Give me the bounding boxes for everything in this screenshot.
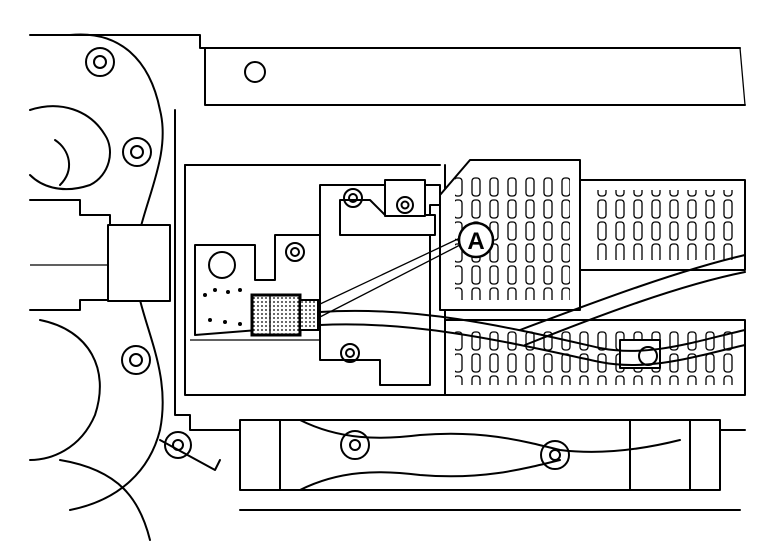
sensor-bolt: [285, 242, 305, 262]
callout-circle: [457, 221, 495, 259]
bolt-boss-2: [122, 137, 152, 167]
bracket-bolt-top: [343, 188, 363, 208]
left-frame: [29, 33, 171, 541]
bolt-boss-1: [85, 47, 115, 77]
callout-a: A: [317, 221, 495, 319]
harness-grommet: [638, 346, 658, 366]
lower-shaft: [239, 419, 741, 511]
bracket-bolt-right: [396, 196, 414, 214]
mount-bracket: [319, 179, 441, 386]
bracket-bolt-bottom: [340, 343, 360, 363]
top-cover-bolt-hole: [244, 61, 266, 83]
sensor-mount-boss: [208, 251, 236, 279]
wiring-harness: [319, 254, 746, 367]
bolt-boss-3: [121, 345, 151, 375]
callout-leader-line-2: [317, 237, 461, 306]
shaft-bolt-left: [340, 430, 370, 460]
callout-leader-line-1: [317, 244, 461, 319]
shaft-bolt-right: [540, 440, 570, 470]
connector-a: [250, 293, 319, 337]
sensor-pins: [203, 288, 242, 326]
bolt-boss-4: [164, 431, 192, 459]
left-bolt-bosses: [85, 47, 221, 471]
top-cover: [29, 34, 746, 106]
callout-label: A: [467, 228, 484, 255]
